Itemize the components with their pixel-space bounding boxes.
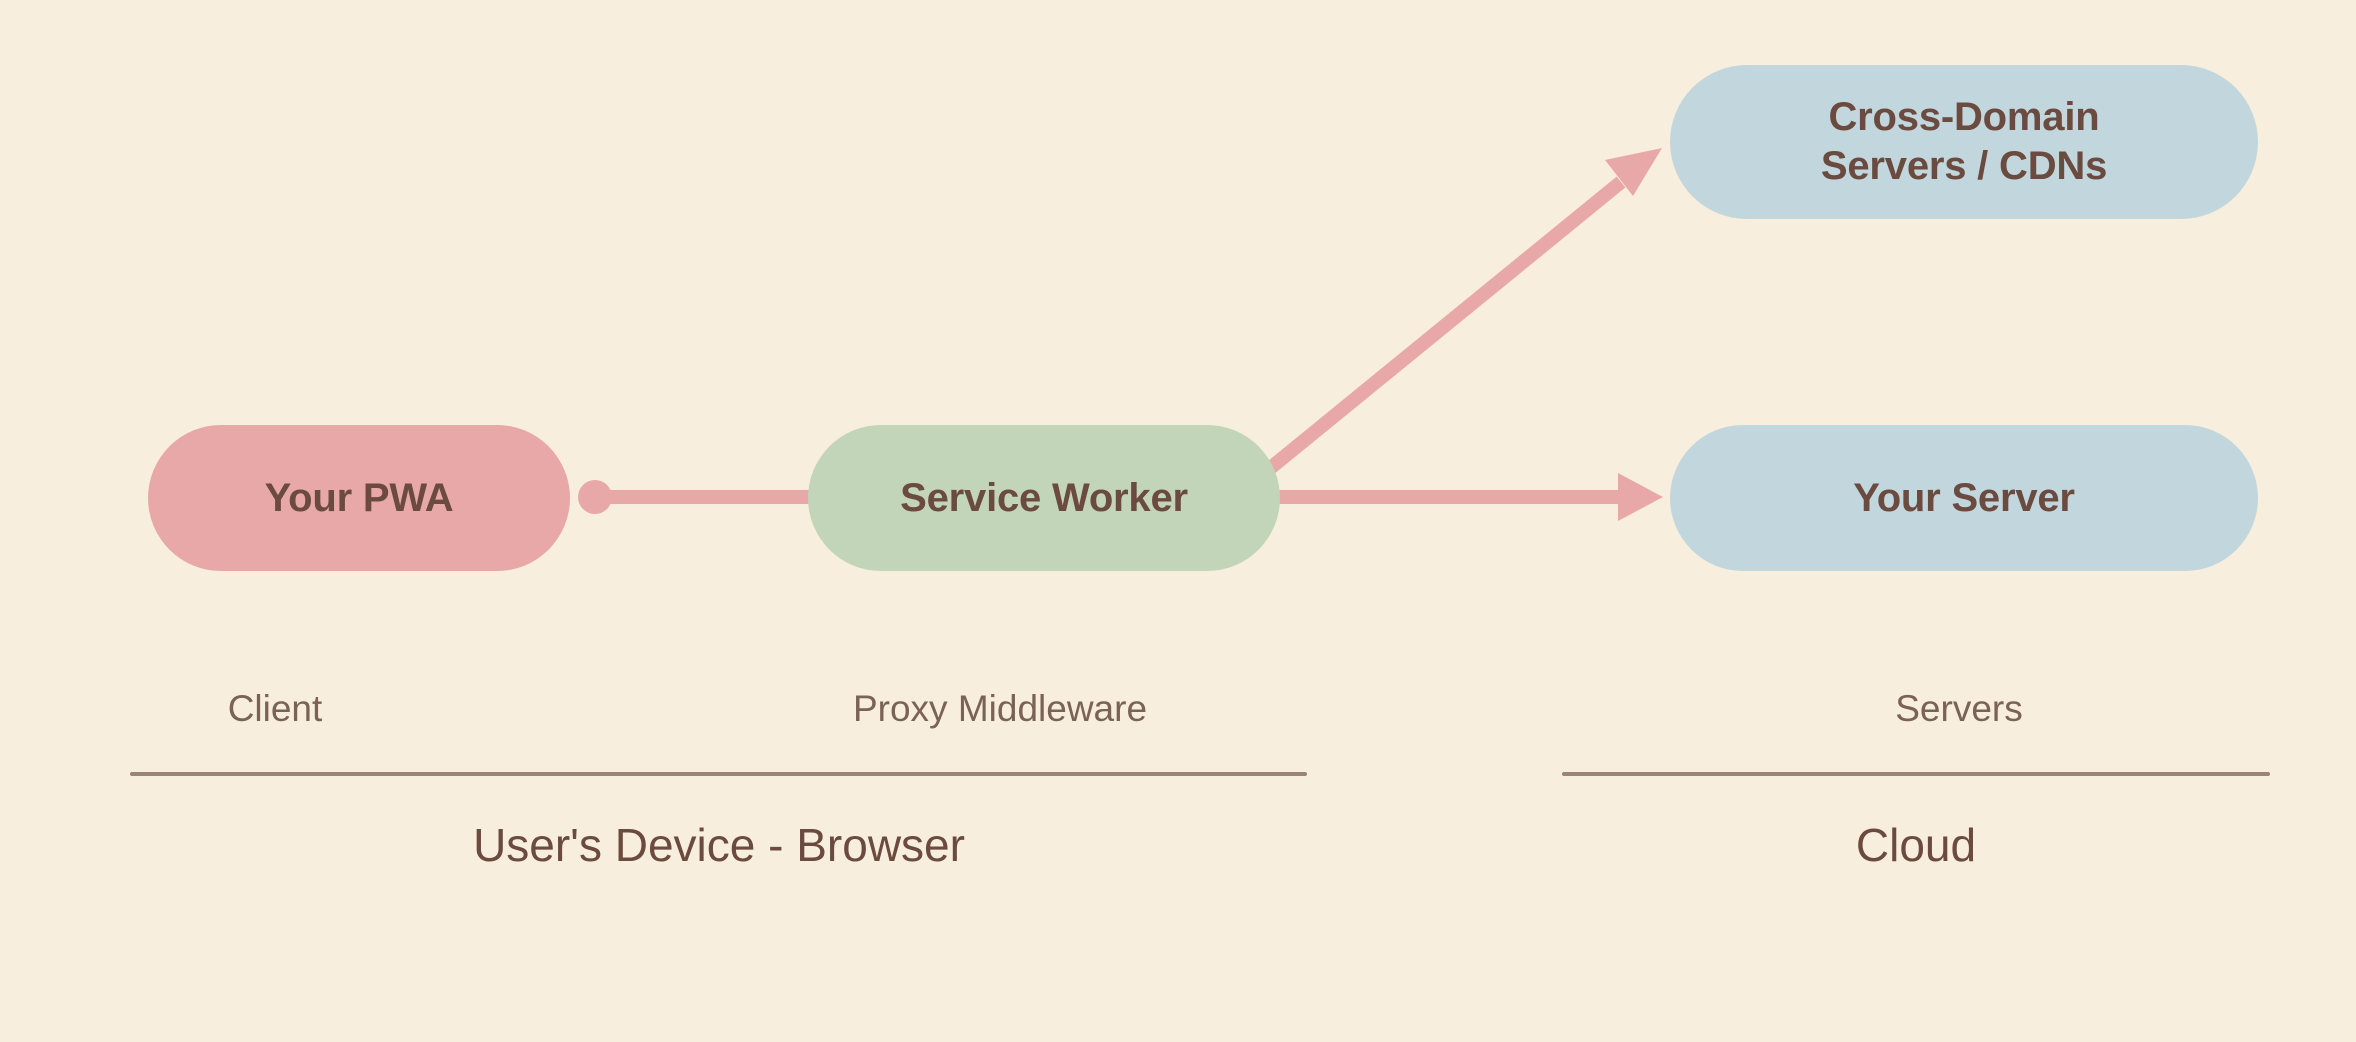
pwa-connector-ball: [578, 480, 612, 514]
node-your-pwa[interactable]: Your PWA: [148, 425, 570, 571]
connector-service-worker-to-cross-domain: [1263, 176, 1626, 476]
node-your-pwa-label: Your PWA: [264, 475, 454, 520]
arrowhead-to-your-server: [1618, 473, 1663, 521]
node-service-worker[interactable]: Service Worker: [808, 425, 1280, 571]
zone-divider-right: [1562, 772, 2270, 776]
arrowhead-to-cross-domain: [1605, 148, 1662, 196]
zone-caption-client: Client: [227, 688, 323, 729]
zone-title-users-device-browser: User's Device - Browser: [473, 819, 965, 871]
zone-title-cloud: Cloud: [1855, 819, 1977, 871]
node-your-server[interactable]: Your Server: [1670, 425, 2258, 571]
zone-divider-left: [130, 772, 1307, 776]
node-your-server-label: Your Server: [1853, 475, 2075, 520]
node-cross-domain-label-line2: Servers / CDNs: [1820, 144, 2108, 188]
zone-caption-proxy-middleware: Proxy Middleware: [852, 688, 1148, 729]
zone-caption-servers: Servers: [1895, 688, 2023, 729]
node-cross-domain-servers[interactable]: Cross-Domain Servers / CDNs: [1670, 65, 2258, 219]
node-service-worker-label: Service Worker: [900, 475, 1188, 520]
node-cross-domain-label: Cross-Domain Servers / CDNs: [1821, 93, 2107, 191]
node-cross-domain-label-line1: Cross-Domain: [1828, 95, 2100, 140]
